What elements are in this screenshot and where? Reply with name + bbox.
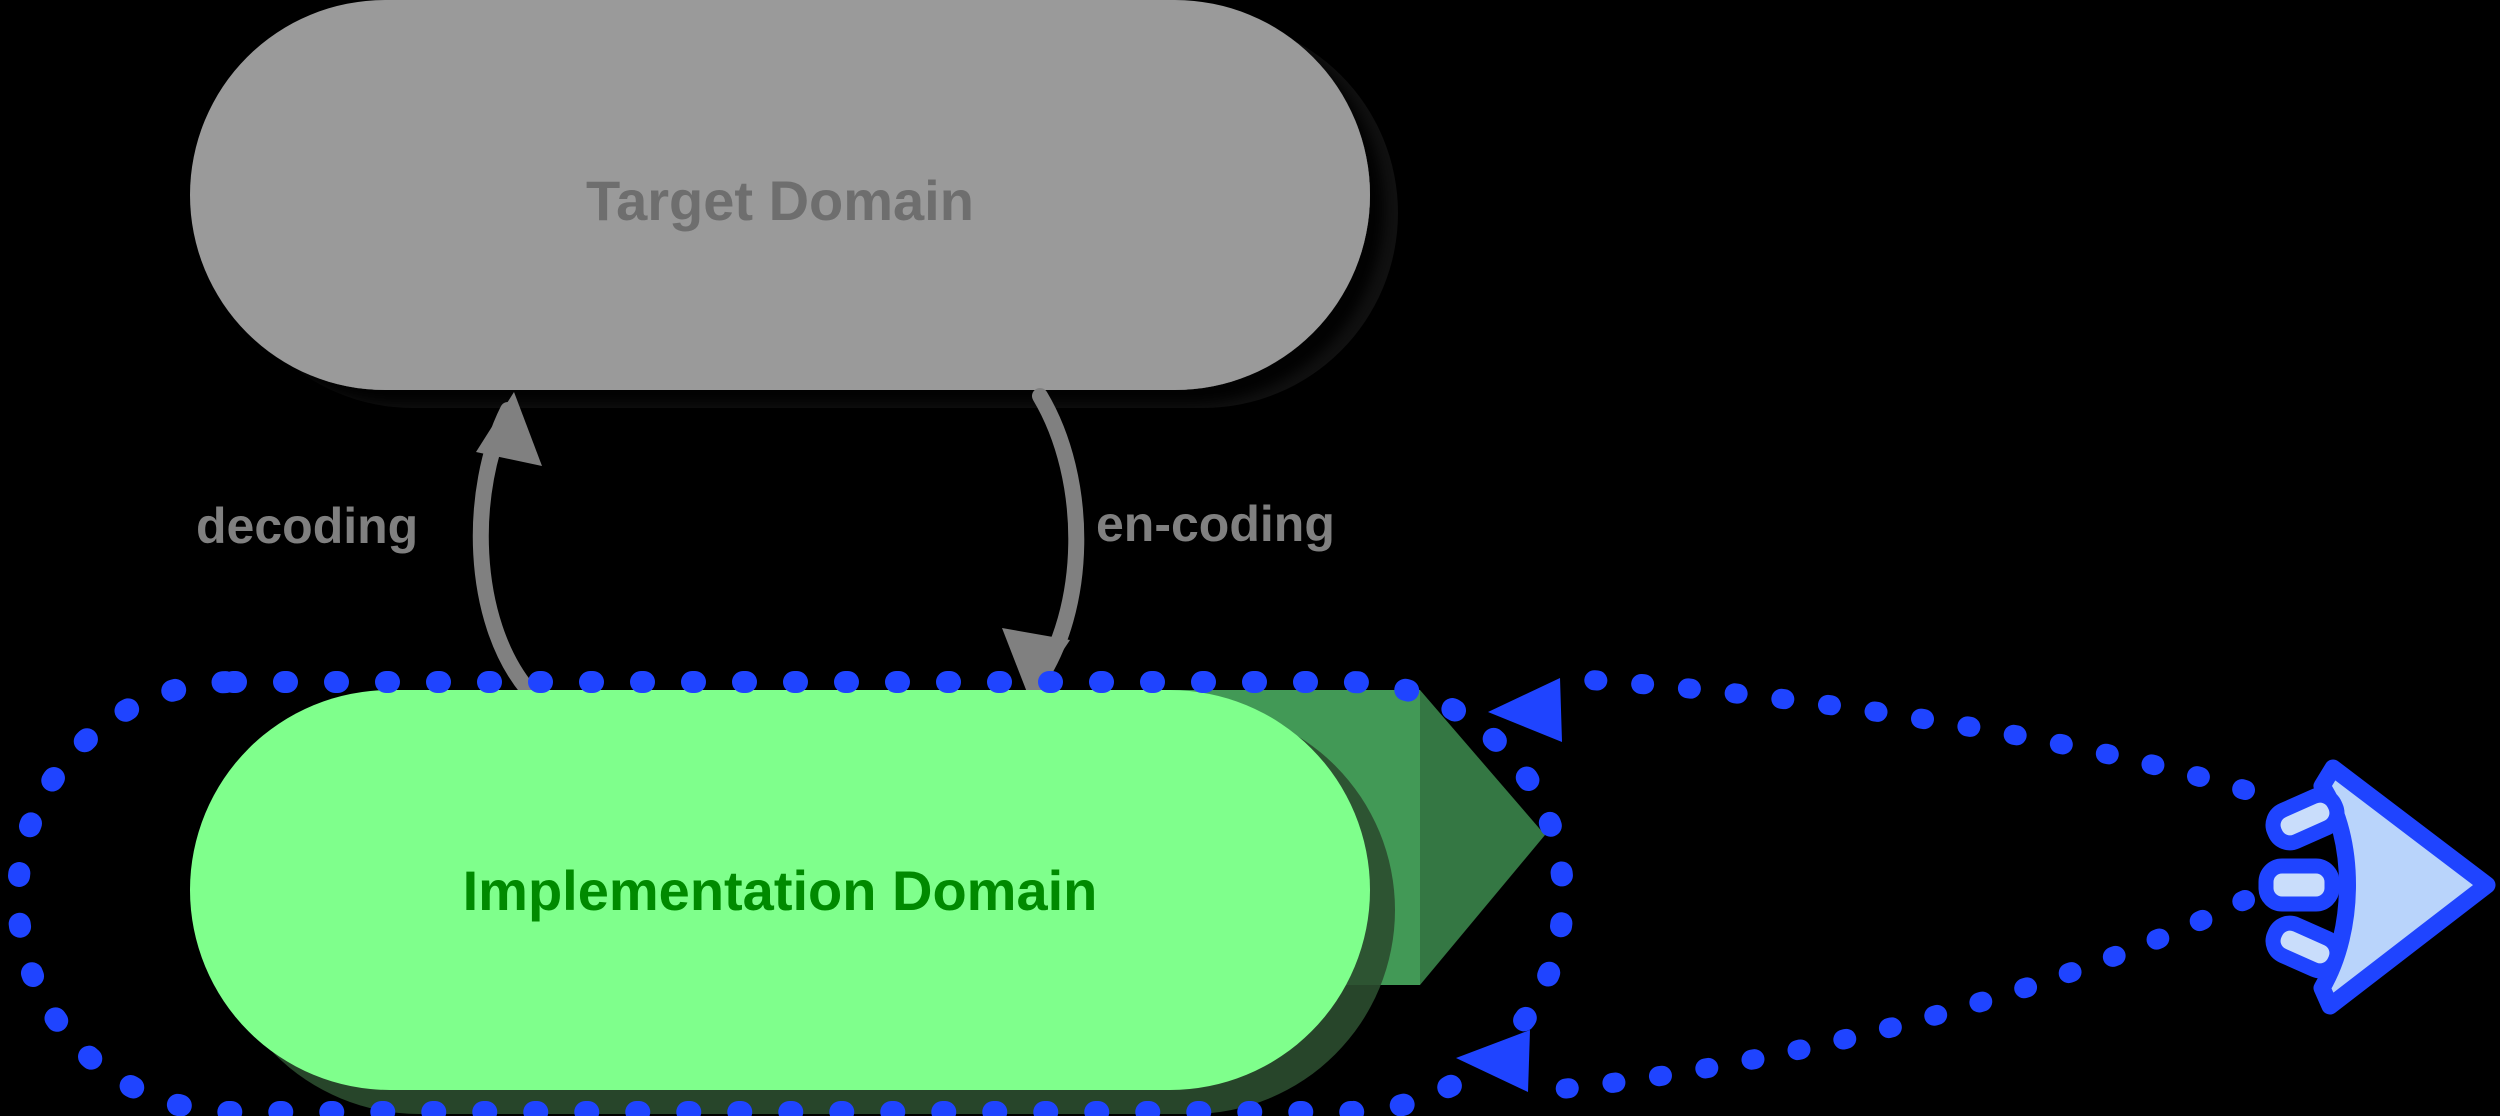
pointer-leader-lines (1456, 668, 2255, 1102)
implementation-domain-shape (190, 690, 1370, 1090)
cursor-motion-dash-1 (2265, 787, 2345, 851)
selection-dotted-border (7, 671, 1574, 1116)
cursor-motion-dash-2 (2258, 858, 2340, 912)
leader-arrowhead-upper-icon (1488, 678, 1562, 742)
encoding-arrowhead-icon (1002, 628, 1070, 700)
edge-decoding[interactable]: decoding (196, 392, 542, 698)
leader-arrowhead-lower-icon (1456, 1030, 1530, 1092)
decoding-label: decoding (196, 498, 418, 554)
encoding-label: en-coding (1096, 496, 1335, 552)
target-domain-shape (190, 0, 1370, 390)
implementation-domain-label: Implementation Domain (463, 859, 1098, 922)
node-target-domain[interactable]: Target Domain (190, 0, 1398, 408)
edge-encoding[interactable]: en-coding (1002, 388, 1335, 700)
cursor-motion-dash-3 (2265, 915, 2345, 979)
implementation-selection-outline[interactable] (7, 671, 1574, 1116)
decoding-arrowhead-icon (476, 392, 542, 466)
motion-cursor-icon[interactable] (2258, 759, 2496, 1015)
node-implementation-domain[interactable]: Implementation Domain (190, 690, 1395, 1114)
leader-line-lower (1520, 890, 2255, 1102)
leader-line-upper (1550, 668, 2255, 800)
target-domain-label: Target Domain (586, 169, 974, 232)
